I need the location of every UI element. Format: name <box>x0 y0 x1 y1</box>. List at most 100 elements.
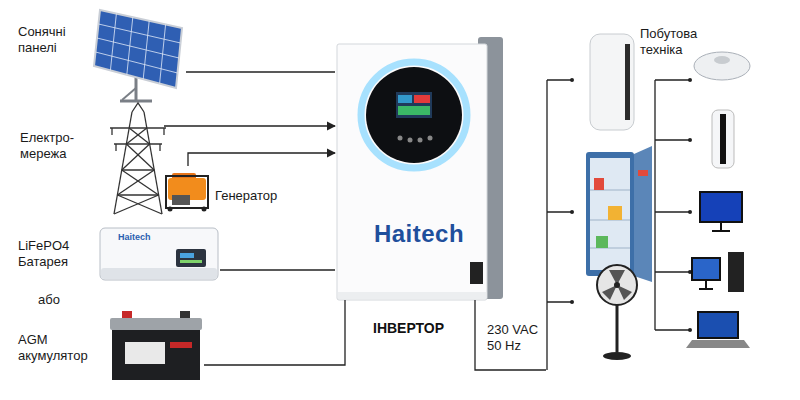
node-label-slot: LiFePO4 Батарея <box>18 238 88 269</box>
fridge-icon-part <box>608 206 622 220</box>
fan-icon-part <box>602 270 632 300</box>
power-tower-icon <box>110 103 166 214</box>
generator-icon-part <box>166 176 208 208</box>
lifepo4-battery-icon <box>100 228 218 280</box>
generator-icon-part <box>172 195 190 205</box>
inverter-icon-part <box>338 292 486 299</box>
plug-ends-part <box>688 78 692 82</box>
fridge-icon-part <box>594 178 604 190</box>
node-label-slot: Побутова техніка <box>640 26 724 57</box>
inverter-node: HaitechІНВЕРТОР <box>335 40 506 300</box>
node-label: ІНВЕРТОР <box>373 320 483 337</box>
inverter-icon-part <box>361 62 467 168</box>
agm-node: AGM акумулятор <box>14 308 204 384</box>
node-label: Електро- мережа <box>20 130 84 161</box>
power-tower-icon-part <box>117 170 154 195</box>
game-console-icon-part <box>712 110 734 168</box>
boiler-icon <box>590 34 634 130</box>
power-tower-icon-part <box>114 143 162 144</box>
plug-ends-part <box>570 210 574 214</box>
solar-panel-icon-part-part <box>96 52 178 73</box>
fridge-icon-part <box>638 170 648 176</box>
solar-panel-icon-part <box>120 100 152 103</box>
plug-ends-part <box>688 138 692 142</box>
power-tower-icon-part <box>122 170 159 195</box>
generator-icon-part <box>168 207 173 212</box>
fan-icon-part <box>616 305 619 352</box>
inverter-icon-part <box>398 136 403 141</box>
node-label-slot: Генератор <box>215 188 289 204</box>
lifepo4-battery-icon-part <box>101 268 217 279</box>
pc-icon-part <box>692 258 720 280</box>
node-label: Haitech <box>335 220 503 249</box>
fridge-icon <box>586 146 652 282</box>
power-tower-icon-part <box>117 194 158 195</box>
laptop-icon-part <box>686 340 750 348</box>
node-label-slot: Електро- мережа <box>20 130 84 161</box>
tv-icon-part <box>700 192 742 222</box>
edge-label: 230 VAC 50 Hz <box>487 322 545 353</box>
fridge-icon-part <box>586 152 634 276</box>
agm-battery-icon-part <box>110 318 202 330</box>
generator-icon-part <box>202 207 207 212</box>
generator-node: Генератор <box>165 166 292 212</box>
fan-icon-part <box>603 352 631 360</box>
or-note-slot: або <box>38 292 78 308</box>
edge-label-slot: 230 VAC 50 Hz <box>487 322 545 353</box>
brand-mark-slot: Haitech <box>118 232 168 243</box>
laptop-icon-part <box>698 312 738 338</box>
fan-icon-part <box>614 282 620 288</box>
inverter-icon <box>337 37 503 300</box>
plug-ends-part <box>688 210 692 214</box>
power-wire <box>186 71 335 72</box>
power-tower-icon-part <box>115 144 116 151</box>
lifepo4-battery-icon-part <box>180 253 194 258</box>
solar-panel-icon <box>94 10 182 101</box>
agm-battery-icon-part <box>170 342 192 348</box>
solar-panel-icon-part <box>94 10 182 88</box>
pc-icon-part <box>705 281 707 288</box>
inverter-icon-part <box>470 262 483 284</box>
plug-ends-part <box>570 300 574 304</box>
fridge-icon-part <box>596 236 608 248</box>
fan-icon-part <box>597 265 637 305</box>
solar-panel-icon-part <box>96 14 181 84</box>
inverter-icon-part <box>428 136 433 141</box>
inverter-icon-part <box>418 138 423 143</box>
robot-vacuum-icon-part <box>714 56 730 64</box>
inverter-icon-part <box>398 95 412 103</box>
solar-panel-icon-part <box>122 88 136 100</box>
power-wire <box>475 300 546 370</box>
appliances-node: Побутова техніка <box>546 18 795 390</box>
power-tower-icon-part <box>122 144 150 170</box>
robot-vacuum-icon-part <box>694 52 750 80</box>
pc-icon-part <box>728 252 744 292</box>
agm-battery-icon <box>110 311 202 380</box>
fridge-icon-part <box>634 146 652 282</box>
boiler-icon-part <box>590 34 634 130</box>
node-label-slot: Сонячні панелі <box>18 24 90 55</box>
node-label: Сонячні панелі <box>18 24 90 55</box>
node-label: AGM акумулятор <box>18 332 106 363</box>
lifepo4-battery-icon-part <box>100 228 218 280</box>
agm-battery-icon-part <box>112 330 200 380</box>
power-tower-icon-part <box>126 128 146 144</box>
robot-vacuum-icon <box>694 52 750 80</box>
laptop-icon <box>686 312 750 348</box>
game-console-icon-part <box>720 114 726 164</box>
grid-node: Електро- мережа <box>14 108 164 218</box>
solar-panel-icon-part-part <box>97 38 179 58</box>
node-label-slot: AGM акумулятор <box>18 332 106 363</box>
boiler-icon-part <box>625 44 630 120</box>
power-wire <box>204 300 345 365</box>
brand-mark: Haitech <box>118 232 168 243</box>
agm-battery-icon-part <box>180 311 190 319</box>
game-console-icon <box>712 110 734 168</box>
bus-wires-part <box>547 80 572 370</box>
inverter-icon-part <box>396 92 432 118</box>
power-tower-icon-part <box>110 127 166 128</box>
inverter-icon-part <box>414 95 430 103</box>
solar-node: Сонячні панелі <box>14 6 186 102</box>
